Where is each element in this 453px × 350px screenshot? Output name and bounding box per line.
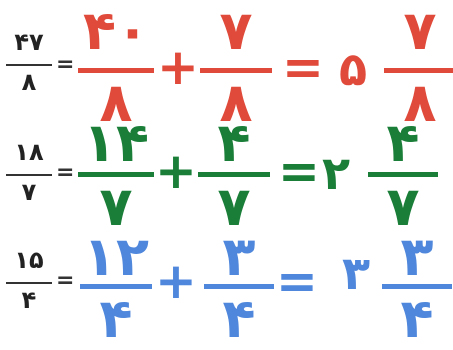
fraction-bar bbox=[204, 284, 274, 289]
numerator: ۳ bbox=[400, 225, 434, 288]
numerator: ۳ bbox=[222, 225, 256, 288]
denominator: ۴ bbox=[99, 287, 133, 350]
fraction-a: ۱۴ ۷ bbox=[78, 111, 154, 234]
fraction-a: ۴۰ ۸ bbox=[78, 0, 154, 130]
fraction-b: ۳ ۴ bbox=[204, 225, 274, 346]
numerator: ۴ bbox=[386, 111, 420, 174]
denominator: ۷ bbox=[21, 178, 37, 206]
denominator: ۴ bbox=[400, 287, 434, 350]
fraction-bar bbox=[200, 68, 272, 73]
fraction-bar bbox=[198, 172, 270, 177]
fraction-c: ۳ ۴ bbox=[382, 225, 452, 346]
denominator: ۴ bbox=[222, 287, 256, 350]
denominator: ۸ bbox=[219, 71, 253, 134]
equals-sign: = bbox=[56, 160, 75, 185]
denominator: ۸ bbox=[21, 68, 37, 96]
equals-sign: = bbox=[56, 52, 75, 77]
fraction-c: ۷ ۸ bbox=[384, 0, 453, 130]
fraction-bar bbox=[6, 64, 52, 66]
fraction-a: ۱۲ ۴ bbox=[80, 225, 152, 346]
fraction-bar bbox=[78, 172, 154, 177]
fraction-bar bbox=[78, 68, 154, 73]
denominator: ۷ bbox=[217, 175, 251, 238]
plus-sign: + bbox=[155, 252, 197, 310]
numerator: ۴۷ bbox=[14, 28, 44, 56]
denominator: ۸ bbox=[99, 71, 133, 134]
denominator: ۴ bbox=[21, 286, 37, 314]
numerator: ۴ bbox=[217, 111, 251, 174]
fraction-bar bbox=[80, 284, 152, 289]
whole-number: ۳ bbox=[342, 246, 371, 300]
fraction-bar bbox=[382, 284, 452, 289]
whole-number: ۲ bbox=[322, 146, 351, 200]
equals-sign: = bbox=[282, 38, 324, 96]
fraction-c: ۴ ۷ bbox=[368, 111, 438, 234]
improper-fraction: ۴۷ ۸ bbox=[6, 30, 52, 102]
plus-sign: + bbox=[157, 38, 199, 96]
numerator: ۱۴ bbox=[83, 111, 149, 174]
numerator: ۷ bbox=[403, 0, 437, 62]
equals-sign: = bbox=[56, 268, 75, 293]
plus-sign: + bbox=[155, 142, 197, 200]
fraction-b: ۴ ۷ bbox=[198, 111, 270, 234]
equals-sign: = bbox=[276, 252, 318, 310]
fraction-bar bbox=[6, 282, 52, 284]
equals-sign: = bbox=[278, 142, 320, 200]
numerator: ۷ bbox=[219, 0, 253, 62]
numerator: ۱۲ bbox=[83, 225, 149, 288]
denominator: ۷ bbox=[99, 175, 133, 238]
numerator: ۴۰ bbox=[83, 0, 149, 62]
fraction-bar bbox=[368, 172, 438, 177]
whole-number: ۵ bbox=[339, 42, 368, 96]
improper-fraction: ۱۵ ۴ bbox=[6, 248, 52, 320]
numerator: ۱۸ bbox=[14, 138, 44, 166]
fraction-bar bbox=[6, 174, 52, 176]
fraction-bar bbox=[384, 68, 453, 73]
improper-fraction: ۱۸ ۷ bbox=[6, 140, 52, 212]
denominator: ۷ bbox=[386, 175, 420, 238]
denominator: ۸ bbox=[403, 71, 437, 134]
fraction-b: ۷ ۸ bbox=[200, 0, 272, 130]
numerator: ۱۵ bbox=[14, 246, 44, 274]
